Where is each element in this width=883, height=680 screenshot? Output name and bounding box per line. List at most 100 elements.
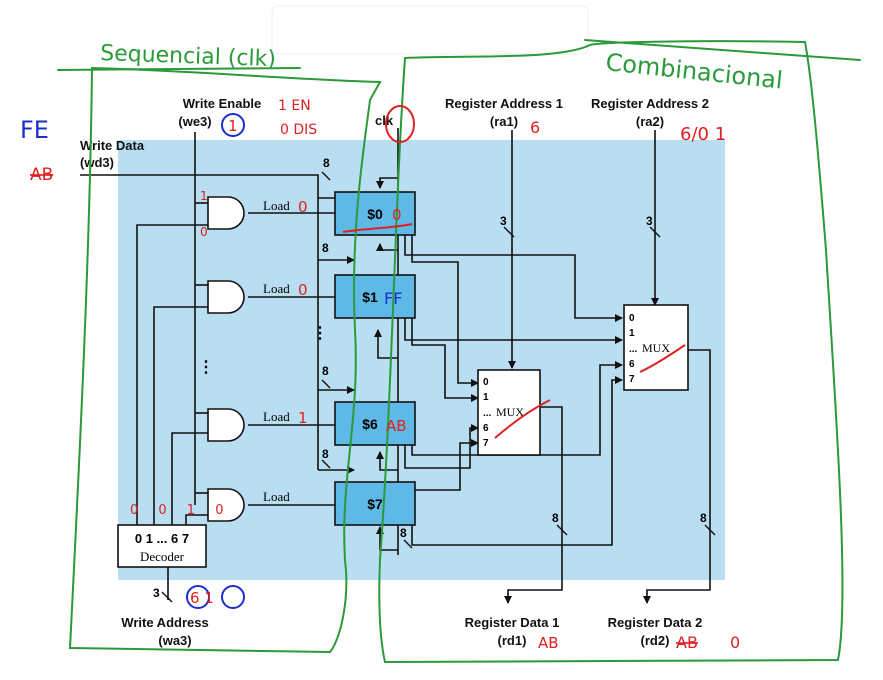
sequential-annotation: Sequencial (clk) — [100, 41, 277, 72]
and-gate-0 — [207, 196, 245, 230]
gate-ellipsis: ⋮ — [198, 359, 214, 376]
load-label-0: Load — [263, 198, 290, 213]
mux-1-in-6: 6 — [483, 423, 489, 434]
mux-2-in-6: 6 — [629, 359, 635, 370]
wa-value-circle-2 — [221, 585, 245, 609]
mux-2: 0 1 ... MUX 6 7 — [623, 304, 689, 391]
and-gate-7 — [207, 488, 245, 522]
register-1-box — [334, 274, 416, 319]
write-enable-label: Write Enable — [183, 96, 262, 111]
wa-value: 6 1 — [190, 589, 214, 607]
mux-1-in-dots: ... — [483, 408, 492, 419]
clk-circle — [385, 105, 415, 143]
we-value-circle — [221, 113, 245, 137]
sequential-region-outline — [68, 66, 382, 654]
mux-2-in-0: 0 — [629, 313, 635, 324]
mux-1-in-7: 7 — [483, 438, 489, 449]
bus-width-ra2: 3 — [646, 214, 653, 228]
rd2-value: 0 — [730, 633, 740, 652]
bus-width-reg0: 8 — [322, 241, 329, 255]
load-1-value: 0 — [298, 281, 308, 299]
bus-width-wa: 3 — [153, 586, 160, 600]
bus-width-reg7: 8 — [322, 447, 329, 461]
decoder-label: Decoder — [140, 549, 185, 564]
bus-slashes — [161, 171, 716, 603]
reg-ellipsis: ⋮ — [312, 325, 328, 342]
reg1-note: FF — [384, 289, 402, 308]
wd-struck-annotation: AB — [30, 165, 53, 185]
bus-width-reg7-out: 8 — [400, 526, 407, 540]
top-blank-box — [271, 5, 589, 55]
decoder: 0 1 ... 6 7 Decoder — [117, 524, 207, 568]
load-label-1: Load — [263, 281, 290, 296]
combinational-underline — [584, 39, 861, 61]
ra1-value: 6 — [530, 118, 540, 137]
mux-1-in-1: 1 — [483, 392, 489, 403]
combinational-annotation: Combinacional — [604, 48, 784, 94]
mux1-strike — [494, 399, 551, 439]
register-data-2-signal: (rd2) — [641, 633, 670, 648]
sequential-underline — [57, 67, 301, 71]
and-gate-6 — [207, 408, 245, 442]
register-address-1-signal: (ra1) — [490, 114, 518, 129]
bus-width-write-data: 8 — [323, 156, 330, 170]
bus-width-ra1: 3 — [500, 214, 507, 228]
decoder-outputs: 0 1 ... 6 7 — [135, 531, 189, 546]
register-1-label: $1 — [362, 289, 378, 305]
register-7-label: $7 — [367, 496, 383, 512]
register-address-2-label: Register Address 2 — [591, 96, 709, 111]
ra2-value: 6/0 1 — [680, 124, 726, 145]
and-input-high: 1 — [200, 189, 208, 203]
and-gates — [207, 196, 245, 522]
mux2-strike — [639, 344, 686, 373]
fe-annotation: FE — [20, 116, 49, 144]
write-address-label: Write Address — [121, 615, 208, 630]
bus-width-rd1: 8 — [552, 511, 559, 525]
reg0-underline — [342, 223, 413, 233]
write-data-label: Write Data — [80, 138, 145, 153]
register-6-box — [334, 401, 416, 446]
wa-value-circle-1 — [186, 585, 210, 609]
load-label-6: Load — [263, 409, 290, 424]
write-data-signal: (wd3) — [80, 155, 114, 170]
mux-2-label: MUX — [642, 341, 670, 355]
mux-2-in-7: 7 — [629, 374, 635, 385]
register-data-1-label: Register Data 1 — [465, 615, 560, 630]
reg6-note: AB — [386, 417, 407, 435]
write-enable-signal: (we3) — [178, 114, 211, 129]
and-input-low: 0 — [200, 225, 208, 239]
rd2-value-struck: AB — [676, 633, 698, 652]
load-6-value: 1 — [298, 409, 308, 427]
write-address-signal: (wa3) — [158, 633, 191, 648]
and-gate-1 — [207, 280, 245, 314]
we-note-disable: 0 DIS — [280, 122, 317, 138]
load-label-7: Load — [263, 489, 290, 504]
register-address-2-signal: (ra2) — [636, 114, 664, 129]
register-0-label: $0 — [367, 206, 383, 222]
register-7-box — [334, 481, 416, 526]
register-data-1-signal: (rd1) — [498, 633, 527, 648]
decoder-box — [117, 524, 207, 568]
mux-1: 0 1 ... MUX 6 7 — [477, 369, 541, 456]
register-address-1-label: Register Address 1 — [445, 96, 563, 111]
reg0-note: 0 — [392, 206, 402, 224]
mux-2-box — [623, 304, 689, 391]
register-data-2-label: Register Data 2 — [608, 615, 703, 630]
register-6-label: $6 — [362, 416, 378, 432]
bus-width-rd2: 8 — [700, 511, 707, 525]
combinational-region-outline — [378, 40, 844, 664]
mux-2-in-1: 1 — [629, 328, 635, 339]
mux-2-in-dots: ... — [629, 344, 638, 355]
decoder-outputs-note: 0 0 1 0 — [130, 503, 231, 518]
we-note-enable: 1 EN — [278, 98, 311, 114]
bus-width-reg6: 8 — [322, 364, 329, 378]
rd1-value: AB — [538, 634, 559, 652]
region-outlines — [57, 39, 861, 664]
mux-1-label: MUX — [496, 405, 524, 419]
we-value: 1 — [228, 117, 238, 135]
mux-1-in-0: 0 — [483, 377, 489, 388]
load-0-value: 0 — [298, 198, 308, 216]
clk-label: clk — [375, 113, 394, 128]
